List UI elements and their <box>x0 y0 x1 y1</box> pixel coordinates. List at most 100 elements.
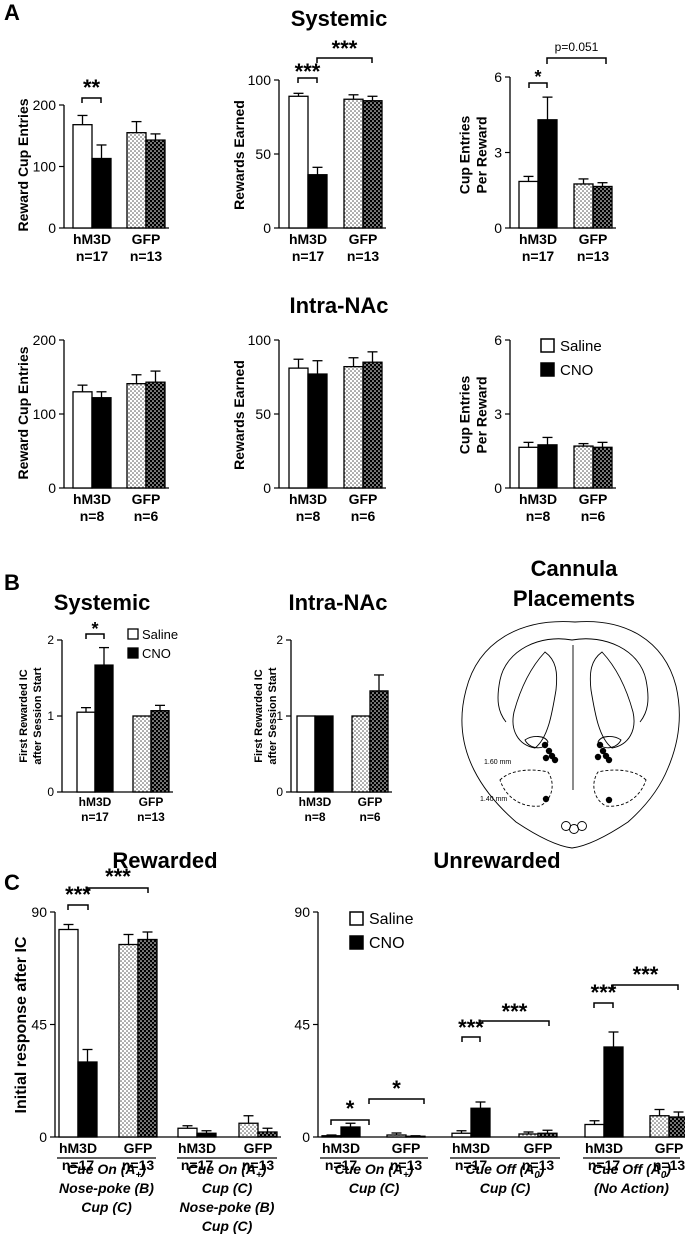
significance-label: *** <box>295 59 321 84</box>
placement-dot <box>542 754 550 762</box>
group-label: hM3D <box>289 491 327 507</box>
y-axis-label: Cup Entries <box>457 116 473 195</box>
bar-cno-gfp <box>668 1116 685 1138</box>
group-label: GFP <box>655 1140 684 1156</box>
placement-dot <box>545 747 553 755</box>
y-tick-label: 100 <box>33 158 57 174</box>
y-tick-label: 200 <box>33 332 57 348</box>
condition-label: Cue On (A+) <box>188 1161 267 1181</box>
group-n-label: n=8 <box>296 508 321 524</box>
significance-label: *** <box>332 36 358 61</box>
bar-cno-gfp <box>362 361 383 489</box>
bar-cno-gfp <box>369 690 389 793</box>
bar-cno-hm3d <box>196 1132 217 1138</box>
bar-saline-gfp <box>343 98 364 229</box>
group-label: GFP <box>349 231 378 247</box>
optic-right <box>577 821 587 831</box>
group-n-label: n=13 <box>522 1157 555 1173</box>
y-axis-label: Rewards Earned <box>231 360 247 470</box>
y-tick-label: 100 <box>248 72 272 88</box>
condition-label: Cup (C) <box>81 1199 132 1215</box>
group-label: hM3D <box>178 1140 216 1156</box>
significance-label: p=0.051 <box>555 40 599 54</box>
bar-cno-gfp <box>137 938 158 1138</box>
bar-saline-gfp <box>343 365 364 489</box>
group-n-label: n=6 <box>581 508 606 524</box>
y-tick-label: 0 <box>48 480 56 496</box>
group-n-label: n=13 <box>122 1157 155 1173</box>
title-b-systemic: Systemic <box>54 590 151 615</box>
y-tick-label: 1 <box>276 709 283 723</box>
bar-cno-hm3d <box>307 373 328 489</box>
group-label: hM3D <box>79 795 112 809</box>
group-n-label: n=13 <box>390 1157 423 1173</box>
significance-bracket <box>87 887 149 893</box>
bar-saline-gfp <box>649 1115 670 1138</box>
group-label: GFP <box>124 1140 153 1156</box>
condition-label: Nose-poke (B) <box>180 1199 275 1215</box>
placement-dot <box>605 756 613 764</box>
y-tick-label: 0 <box>494 220 502 236</box>
bar-cno-hm3d <box>77 1061 98 1138</box>
group-label: GFP <box>244 1140 273 1156</box>
title-a-intra: Intra-NAc <box>289 293 388 318</box>
condition-label: Cup (C) <box>480 1180 531 1196</box>
bar-saline-gfp <box>518 1133 539 1138</box>
bar-saline-hm3d <box>288 367 309 489</box>
bar-saline-gfp <box>573 183 594 229</box>
group-n-label: n=17 <box>325 1157 358 1173</box>
group-label: hM3D <box>289 231 327 247</box>
significance-label: * <box>91 619 98 639</box>
group-n-label: n=17 <box>81 810 109 824</box>
cannula-placement-dots <box>541 741 613 804</box>
significance-label: * <box>346 1096 355 1121</box>
legend-label-cno: CNO <box>369 935 405 952</box>
placement-dot <box>542 795 550 803</box>
legend-a: Saline CNO <box>540 338 602 379</box>
y-tick-label: 3 <box>494 406 502 422</box>
condition-label: (No Action) <box>594 1180 669 1196</box>
legend-swatch-cno <box>127 647 139 659</box>
legend-swatch-cno <box>349 935 364 950</box>
y-axis-label: after Session Start <box>267 667 279 765</box>
y-axis-label: Initial response after IC <box>13 936 30 1113</box>
significance-label: * <box>534 67 541 87</box>
y-tick-label: 2 <box>47 633 54 647</box>
group-n-label: n=13 <box>653 1157 685 1173</box>
bar-saline-hm3d <box>72 124 93 229</box>
group-n-label: n=17 <box>588 1157 621 1173</box>
bar-saline-gfp <box>238 1122 259 1138</box>
group-n-label: n=17 <box>181 1157 214 1173</box>
bar-saline-hm3d <box>177 1127 198 1138</box>
bar-saline-hm3d <box>518 446 539 489</box>
y-tick-label: 0 <box>276 785 283 799</box>
bar-saline-gfp <box>118 943 139 1138</box>
placement-dot <box>605 796 613 804</box>
y-axis-label: Per Reward <box>474 116 490 193</box>
bar-cno-hm3d <box>91 157 112 229</box>
y-axis-label: First Rewarded IC <box>253 669 265 763</box>
significance-bracket <box>297 77 318 83</box>
group-n-label: n=8 <box>304 810 325 824</box>
significance-bracket <box>546 57 607 64</box>
bar-cno-gfp <box>145 139 166 229</box>
bar-cno-hm3d <box>470 1107 491 1138</box>
bar-cno-hm3d <box>91 397 112 489</box>
title-c-rewarded: Rewarded <box>112 848 217 873</box>
group-label: GFP <box>579 231 608 247</box>
group-label: hM3D <box>299 795 332 809</box>
group-label: hM3D <box>519 491 557 507</box>
significance-bracket <box>67 904 89 910</box>
y-tick-label: 0 <box>263 480 271 496</box>
group-n-label: n=6 <box>134 508 159 524</box>
bar-cno-gfp <box>405 1135 426 1138</box>
title-b-cannula-1: Cannula <box>531 556 619 581</box>
y-tick-label: 90 <box>294 904 310 920</box>
group-label: hM3D <box>322 1140 360 1156</box>
group-n-label: n=8 <box>80 508 105 524</box>
y-axis-label: Rewards Earned <box>231 100 247 210</box>
condition-label: Cue On (A+) <box>67 1161 146 1181</box>
legend-b: Saline CNO <box>127 627 178 661</box>
